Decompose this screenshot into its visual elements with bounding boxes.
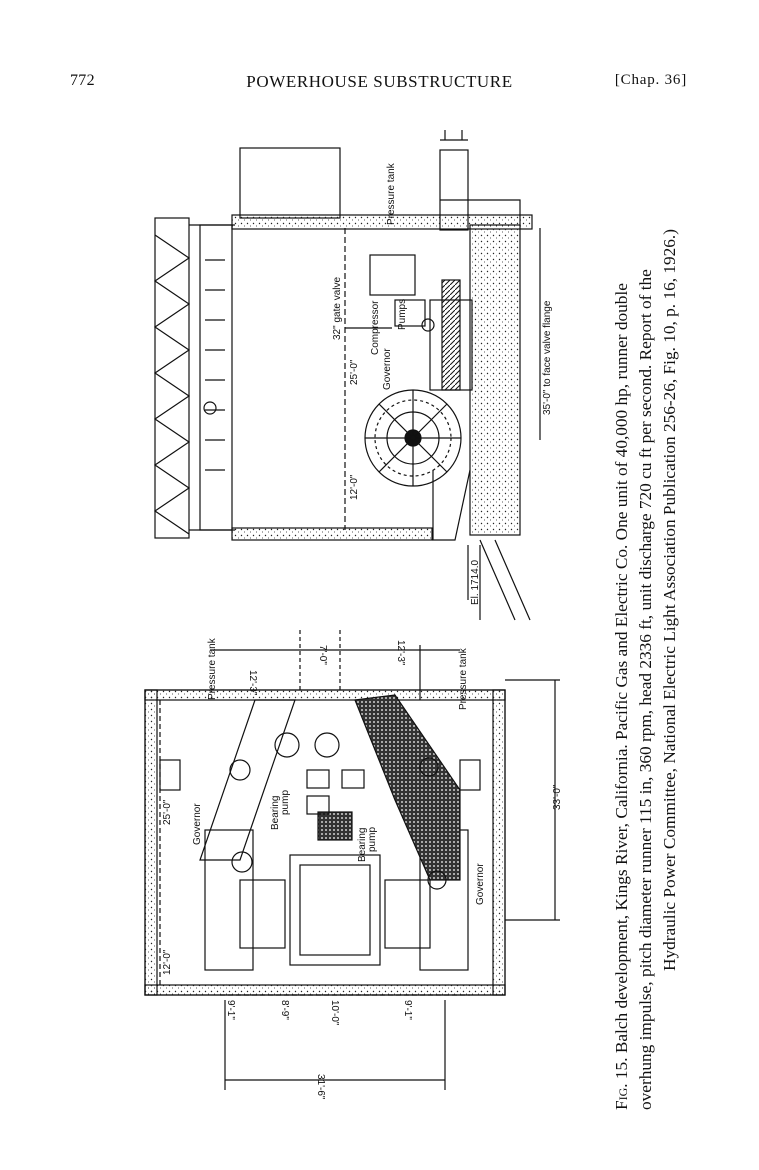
roof-slab <box>239 147 341 219</box>
impulse-wheel <box>364 389 462 487</box>
pressure-tank-section <box>369 254 416 296</box>
turbine-housing-left <box>204 829 254 971</box>
label-plan-dim-12: 12'-0" <box>162 949 173 975</box>
floor-line <box>432 469 471 541</box>
label-plan-dim-33: 33'-0" <box>552 784 563 810</box>
label-section-pressure-tank: Pressure tank <box>386 162 397 225</box>
figure-caption: Fig. 15. Balch development, Kings River,… <box>610 90 682 1110</box>
label-plan-dim-9b: 9'-1" <box>402 1000 413 1020</box>
page-number: 772 <box>70 72 95 89</box>
penstock-pipe <box>439 149 469 231</box>
label-section-governor: Governor <box>382 348 393 390</box>
penstock-branch-right <box>354 694 461 881</box>
label-plan-governor-1: Governor <box>192 803 203 845</box>
label-plan-dim-12-3-top: 12'-3" <box>247 670 258 696</box>
caption-line-1: Balch development, Kings River, Californ… <box>612 283 631 1054</box>
label-plan-dim-7-0: 7'-0" <box>317 645 328 665</box>
label-gate-valve: 32" gate valve <box>332 277 343 340</box>
generator <box>289 854 381 966</box>
running-head: POWERHOUSE SUBSTRUCTURE <box>246 72 513 91</box>
figure-label: Fig. 15. <box>612 1057 631 1110</box>
label-plan-dim-12-3-bottom: 12'-3" <box>395 640 406 666</box>
label-dim-35: 35'-0" to face valve flange <box>542 300 553 415</box>
plan-view <box>144 630 560 1090</box>
label-pumps: Pumps <box>397 299 408 330</box>
label-plan-pressure-tank-1: Pressure tank <box>207 637 218 700</box>
right-wall <box>231 527 433 541</box>
label-plan-pressure-tank-2: Pressure tank <box>458 647 469 710</box>
chapter-reference: [Chap. 36] <box>614 72 687 88</box>
tailrace-wall <box>469 224 521 536</box>
label-bearing-pump-2b: pump <box>367 827 378 852</box>
crane-girder <box>199 224 233 531</box>
label-bearing-pump-1a: Bearing <box>270 796 281 830</box>
roof-truss <box>153 217 235 539</box>
section-view <box>153 130 541 621</box>
caption-line-3: Hydraulic Power Committee, National Elec… <box>660 228 679 972</box>
label-plan-dim-25: 25'-0" <box>162 799 173 825</box>
label-plan-dim-9a: 9'-1" <box>225 1000 236 1020</box>
caption-line-2: overhung impulse, pitch diameter runner … <box>636 269 655 1110</box>
label-bearing-pump-1b: pump <box>280 790 291 815</box>
penstock-branch-left <box>199 699 296 861</box>
label-bearing-pump-2a: Bearing <box>357 828 368 862</box>
label-plan-governor-2: Governor <box>475 863 486 905</box>
label-section-dim-12: 12'-0" <box>349 474 360 500</box>
label-plan-dim-31-6: 31'-6" <box>315 1074 326 1100</box>
label-plan-dim-10: 10'-0" <box>329 1000 340 1026</box>
label-plan-dim-8: 8'-9" <box>279 1000 290 1020</box>
label-compressor: Compressor <box>370 300 381 355</box>
label-elevation: El. 1714.0 <box>470 560 481 605</box>
label-section-dim-25: 25'-0" <box>349 359 360 385</box>
bearing-pump-block <box>317 811 353 841</box>
